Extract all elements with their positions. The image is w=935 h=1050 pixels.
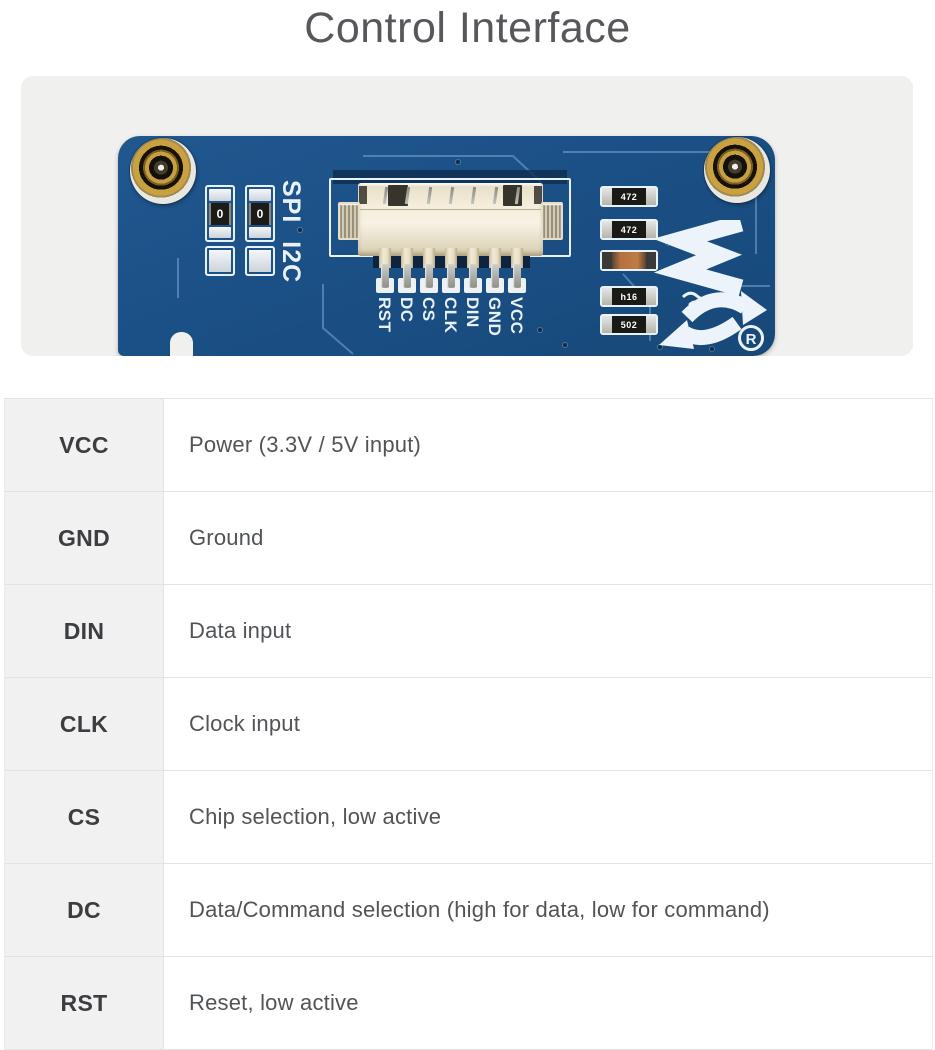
registered-trademark: R [738, 325, 764, 351]
pin-description-cell: Reset, low active [189, 990, 359, 1015]
table-row: DIN Data input [5, 585, 932, 678]
pin-description-cell: Clock input [189, 711, 301, 736]
smd-resistor: h16 [600, 286, 658, 307]
connector-pin-wire [426, 186, 433, 205]
connector-leg [467, 248, 479, 268]
pin-name-cell: DC [5, 864, 164, 956]
screw-standoff-left [130, 138, 196, 204]
connector-pin [381, 264, 389, 288]
connector-leg [489, 248, 501, 268]
pin-name-cell: VCC [5, 399, 164, 491]
connector-pin [447, 264, 455, 288]
pin-description-cell: Chip selection, low active [189, 804, 442, 829]
connector-leg [511, 248, 523, 268]
connector-slot [388, 185, 408, 206]
pin-name-cell: RST [5, 957, 164, 1049]
pin-description-cell: Power (3.3V / 5V input) [189, 432, 422, 457]
screw-standoff-right [704, 137, 770, 203]
spi-i2c-silkscreen-label: SPII2C [277, 180, 305, 284]
table-row: CLK Clock input [5, 678, 932, 771]
resistor-label: 472 [612, 188, 646, 205]
jumper-spi: 0 [205, 185, 235, 242]
connector-pin [469, 264, 477, 288]
connector-notch [359, 186, 367, 204]
table-row: DC Data/Command selection (high for data… [5, 864, 932, 957]
connector-leg [445, 248, 457, 268]
smd-resistor: 502 [600, 314, 658, 335]
connector-pin-wire [470, 186, 477, 205]
jumper-spare-pad [245, 246, 275, 276]
connector-crease [358, 209, 543, 210]
connector-pin [403, 264, 411, 288]
table-row: GND Ground [5, 492, 932, 585]
connector-pin-wire [448, 186, 455, 205]
pin-name-cell: CS [5, 771, 164, 863]
jumper-pad-top [249, 189, 271, 201]
pin-label-cs: CS [419, 297, 438, 322]
pin-label-din: DIN [463, 297, 482, 328]
connector-notch [534, 186, 542, 204]
connector-leg [379, 248, 391, 268]
pin-label-dc: DC [397, 297, 416, 323]
pin-label-rst: RST [375, 297, 394, 333]
pin-description-cell: Data input [189, 618, 292, 643]
pin-label-vcc: VCC [507, 297, 526, 335]
connector-side-tab-right [541, 202, 563, 240]
pin-name-cell: DIN [5, 585, 164, 677]
connector-pin [513, 264, 521, 288]
jumper-i2c: 0 [245, 185, 275, 242]
jumper-spare-pad [205, 246, 235, 276]
jumper-pad-bottom [209, 226, 231, 238]
smd-resistor: 472 [600, 219, 658, 240]
pin-name-cell: GND [5, 492, 164, 584]
mounting-slot [170, 332, 193, 356]
smd-resistor: 472 [600, 186, 658, 207]
pin-label-gnd: GND [485, 297, 504, 337]
connector-leg [401, 248, 413, 268]
pin-table: VCC Power (3.3V / 5V input) GND Ground D… [4, 398, 933, 1050]
svg-text:R: R [746, 331, 757, 348]
jumper-pad-top [209, 189, 231, 201]
pin-label-clk: CLK [441, 297, 460, 334]
waveshare-logo-icon: R [653, 220, 767, 351]
connector-side-tab-left [338, 202, 360, 240]
table-row: VCC Power (3.3V / 5V input) [5, 399, 932, 492]
pcb-board: 0 0 SPII2C [118, 136, 775, 356]
resistor-label [612, 252, 646, 269]
smd-resistor [600, 250, 658, 271]
pin-description-cell: Ground [189, 525, 264, 550]
table-row: RST Reset, low active [5, 957, 932, 1050]
page-title: Control Interface [304, 4, 631, 52]
connector-shadow [333, 170, 567, 184]
connector-leg [423, 248, 435, 268]
pin-description-cell: Data/Command selection (high for data, l… [189, 897, 770, 922]
zero-ohm-resistor: 0 [249, 202, 271, 225]
connector-pin-wire [492, 186, 499, 205]
connector-pin [491, 264, 499, 288]
resistor-label: 502 [612, 316, 646, 333]
zero-ohm-resistor: 0 [209, 202, 231, 225]
jumper-pad-bottom [249, 226, 271, 238]
product-photo: 0 0 SPII2C [21, 76, 913, 356]
ffc-connector [358, 183, 543, 256]
resistor-label: 472 [612, 221, 646, 238]
connector-pin [425, 264, 433, 288]
table-row: CS Chip selection, low active [5, 771, 932, 864]
pin-name-cell: CLK [5, 678, 164, 770]
resistor-label: h16 [612, 288, 646, 305]
